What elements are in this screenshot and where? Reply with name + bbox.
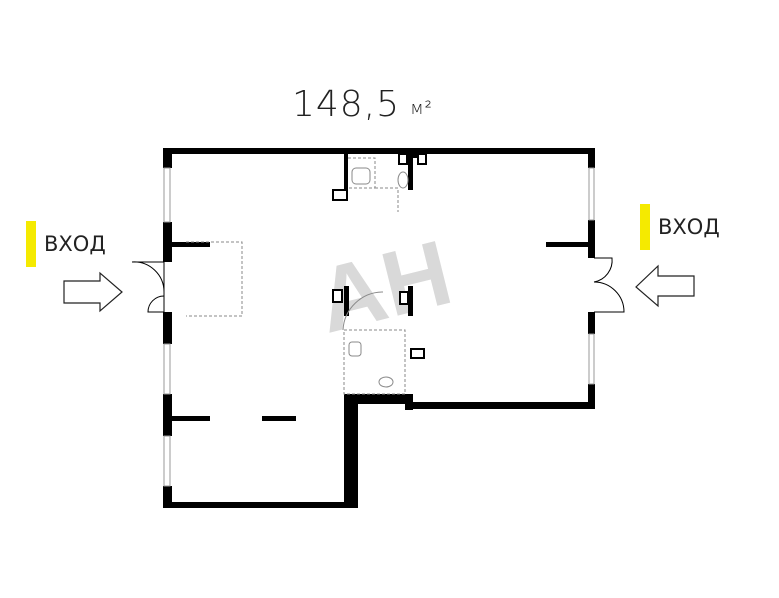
entrance-arrow-right-icon: [635, 264, 695, 308]
windows: [163, 167, 595, 487]
right-door-leaf-2: [593, 281, 625, 313]
right-door-leaf: [593, 257, 613, 283]
plumbing-fixtures: [342, 167, 409, 388]
area-unit: м²: [410, 98, 433, 119]
bathroom-door-arc: [342, 291, 384, 331]
entrance-left: ВХОД: [26, 221, 106, 267]
toilet-fixture-2: [378, 376, 394, 388]
left-door-leaf-2: [147, 295, 165, 313]
entrance-arrow-left-icon: [63, 271, 123, 313]
dashed-room-outlines: [186, 157, 406, 395]
left-door-leaf: [131, 261, 165, 293]
exterior-walls: [163, 148, 595, 508]
sink-fixture-2: [348, 341, 362, 357]
area-value: 148,5: [292, 84, 401, 125]
interior-walls: [172, 154, 588, 421]
entrance-right: ВХОД: [640, 204, 720, 250]
area-title: 148,5 м²: [292, 84, 433, 125]
shaft-outlines: [332, 153, 427, 359]
entrance-left-label: ВХОД: [44, 232, 106, 256]
toilet-fixture: [397, 171, 409, 189]
entrance-right-marker: [640, 204, 650, 250]
sink-fixture: [351, 167, 371, 185]
entrance-doors: [131, 257, 625, 313]
entrance-right-label: ВХОД: [658, 215, 720, 239]
watermark-logo: АН: [307, 222, 461, 353]
entrance-left-marker: [26, 221, 36, 267]
entrance-arrows: [63, 264, 695, 313]
